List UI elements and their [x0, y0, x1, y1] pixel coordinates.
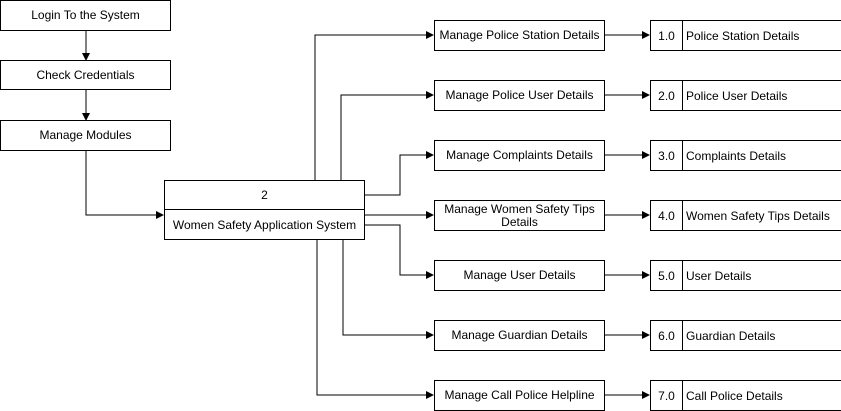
arrow-to-process-1: [314, 31, 434, 180]
data-store-label: Complaints Details: [686, 148, 787, 163]
data-store-user: 5.0 User Details: [650, 260, 841, 291]
data-store-label: User Details: [686, 268, 752, 283]
data-store-police-user: 2.0 Police User Details: [650, 80, 841, 111]
data-store-complaints: 3.0 Complaints Details: [650, 140, 841, 171]
process-label: Manage Women Safety Tips Details: [444, 201, 595, 229]
data-store-label: Guardian Details: [686, 328, 776, 343]
arrow-to-process-5: [365, 224, 434, 279]
data-store-number: 5.0: [651, 261, 683, 290]
process-label: Manage Guardian Details: [451, 328, 588, 342]
process-call-police: Manage Call Police Helpline: [434, 380, 605, 411]
step-manage-modules: Manage Modules: [0, 120, 171, 151]
process-label: Manage Call Police Helpline: [444, 388, 595, 402]
step-check-label: Check Credentials: [36, 67, 135, 82]
process-label: Manage Complaints Details: [446, 148, 593, 162]
arrow-manage-to-system: [85, 150, 164, 219]
data-store-number: 7.0: [651, 381, 683, 410]
process-label: Manage Police Station Details: [439, 28, 600, 42]
step-login: Login To the System: [0, 0, 171, 31]
data-store-women-safety-tips: 4.0 Women Safety Tips Details: [650, 200, 841, 231]
arrow-to-process-2: [340, 91, 434, 180]
system-name: Women Safety Application System: [172, 217, 357, 232]
system-number: 2: [165, 181, 364, 210]
data-store-number: 3.0: [651, 141, 683, 170]
process-guardian: Manage Guardian Details: [434, 320, 605, 351]
step-manage-label: Manage Modules: [39, 128, 132, 142]
data-store-label: Police Station Details: [686, 28, 800, 43]
step-login-label: Login To the System: [31, 8, 140, 22]
data-store-label: Call Police Details: [686, 388, 783, 403]
process-label: Manage Police User Details: [445, 88, 594, 102]
data-store-call-police: 7.0 Call Police Details: [650, 380, 841, 411]
process-label: Manage User Details: [463, 268, 576, 282]
arrow-to-process-6: [342, 240, 434, 339]
system-process: 2 Women Safety Application System: [164, 180, 365, 240]
data-store-number: 2.0: [651, 81, 683, 110]
data-store-label: Women Safety Tips Details: [686, 208, 830, 223]
arrow-to-process-7: [316, 240, 434, 399]
process-women-safety-tips: Manage Women Safety Tips Details: [434, 200, 605, 231]
data-store-label: Police User Details: [686, 88, 788, 103]
data-store-number: 1.0: [651, 21, 683, 50]
data-store-number: 4.0: [651, 201, 683, 230]
data-store-number: 6.0: [651, 321, 683, 350]
process-police-station: Manage Police Station Details: [434, 20, 605, 51]
process-user: Manage User Details: [434, 260, 605, 291]
step-check-credentials: Check Credentials: [0, 60, 171, 90]
process-complaints: Manage Complaints Details: [434, 140, 605, 171]
data-store-guardian: 6.0 Guardian Details: [650, 320, 841, 351]
arrow-to-process-3: [365, 151, 434, 196]
data-store-police-station: 1.0 Police Station Details: [650, 20, 841, 51]
process-police-user: Manage Police User Details: [434, 80, 605, 111]
